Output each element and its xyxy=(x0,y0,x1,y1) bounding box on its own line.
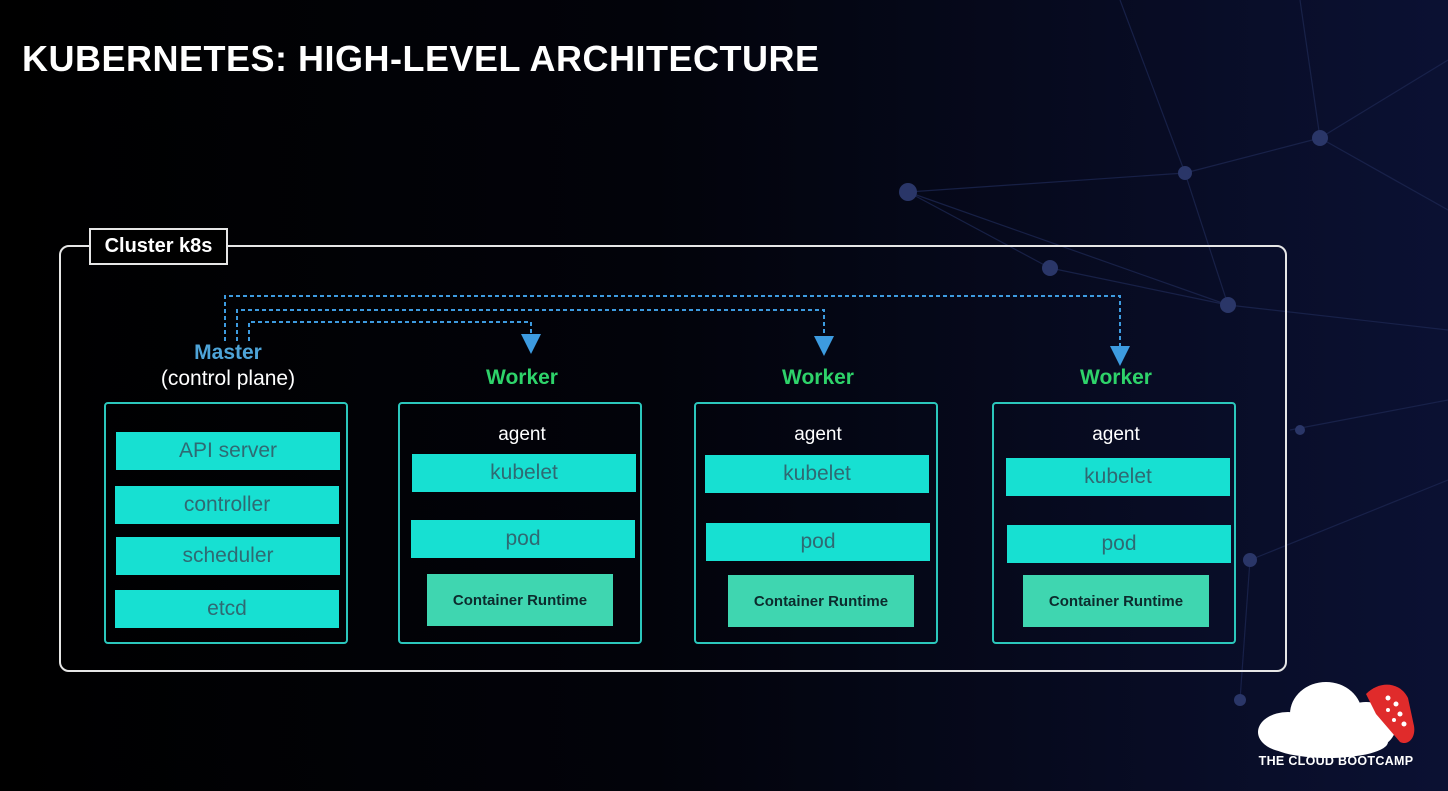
worker-1-agent-label: agent xyxy=(498,424,546,445)
logo-text: THE CLOUD BOOTCAMP xyxy=(1258,754,1414,768)
worker-2-title: Worker xyxy=(782,366,854,389)
etcd-block: etcd xyxy=(115,590,339,628)
worker-3-agent-label: agent xyxy=(1092,424,1140,445)
cloud-bootcamp-logo xyxy=(1258,682,1415,758)
worker-1-pod-block: pod xyxy=(411,520,635,558)
worker-3-title: Worker xyxy=(1080,366,1152,389)
worker-1-box: agent kubelet pod Container Runtime xyxy=(398,402,642,644)
cluster-label: Cluster k8s xyxy=(89,228,228,265)
worker-2-container-runtime: Container Runtime xyxy=(728,575,914,627)
worker-1-title: Worker xyxy=(486,366,558,389)
api-server-block: API server xyxy=(116,432,340,470)
worker-2-kubelet-block: kubelet xyxy=(705,455,929,493)
worker-3-pod-block: pod xyxy=(1007,525,1231,563)
master-subtitle: (control plane) xyxy=(160,367,296,390)
worker-3-box: agent kubelet pod Container Runtime xyxy=(992,402,1236,644)
worker-3-container-runtime: Container Runtime xyxy=(1023,575,1209,627)
master-title: Master xyxy=(194,341,262,364)
cluster-boundary xyxy=(59,245,1287,672)
worker-2-agent-label: agent xyxy=(794,424,842,445)
worker-2-pod-block: pod xyxy=(706,523,930,561)
master-box: API server controller scheduler etcd xyxy=(104,402,348,644)
worker-2-box: agent kubelet pod Container Runtime xyxy=(694,402,938,644)
worker-3-kubelet-block: kubelet xyxy=(1006,458,1230,496)
worker-1-container-runtime: Container Runtime xyxy=(427,574,613,626)
scheduler-block: scheduler xyxy=(116,537,340,575)
controller-block: controller xyxy=(115,486,339,524)
slide-title: KUBERNETES: HIGH-LEVEL ARCHITECTURE xyxy=(22,38,820,79)
worker-1-kubelet-block: kubelet xyxy=(412,454,636,492)
